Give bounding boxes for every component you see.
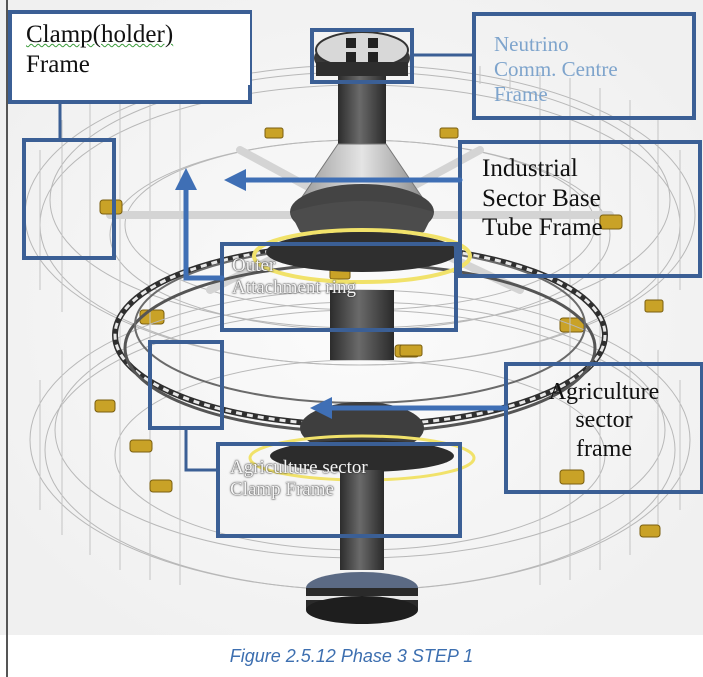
neutrino-frame-label: Neutrino Comm. Centre Frame: [486, 28, 696, 110]
agriculture-clamp-label: Agriculture sector Clamp Frame: [222, 453, 458, 506]
agri-line2: sector: [575, 407, 633, 434]
industrial-line1: Industrial: [482, 155, 578, 182]
lower-gold-modules: [94, 344, 661, 538]
neutrino-line3: Frame: [494, 81, 548, 106]
agri-line1: Agriculture: [548, 379, 660, 405]
figure-caption: Figure 2.5.12 Phase 3 STEP 1: [229, 646, 474, 666]
callout-connectors: [58, 53, 474, 472]
clamp-frame-line2: Frame: [26, 50, 90, 78]
neutrino-label-box: [472, 12, 696, 120]
industrial-frame-label: Industrial Sector Base Tube Frame: [472, 150, 702, 247]
outer-line1: Outer: [232, 255, 276, 276]
neutrino-line2: Comm. Centre: [494, 56, 618, 81]
industrial-line3: Tube Frame: [482, 214, 603, 241]
industrial-label-box: [458, 140, 702, 278]
clamp-region-box: [22, 138, 116, 260]
outer-ring-box: [220, 242, 458, 332]
agriclamp-line2: Clamp Frame: [230, 479, 334, 501]
clamp-frame-label: Clamp(holder) Frame: [14, 14, 250, 85]
agriclamp-line1: Agriculture sector: [230, 457, 368, 478]
outer-ring-label: Outer Attachment ring: [226, 253, 454, 302]
agriculture-clamp-box: [216, 442, 462, 538]
agriculture-frame-label: Agriculture sector frame: [506, 372, 702, 469]
agriculture-label-box: [504, 362, 703, 494]
outer-line2: Attachment ring: [232, 277, 356, 299]
industrial-line2: Sector Base: [482, 184, 601, 212]
neutrino-line1: Neutrino: [494, 32, 569, 56]
clamp-frame-line1: Clamp(holder): [26, 21, 174, 48]
pointer-arrows: [175, 168, 509, 419]
agri-line3: frame: [576, 435, 632, 462]
